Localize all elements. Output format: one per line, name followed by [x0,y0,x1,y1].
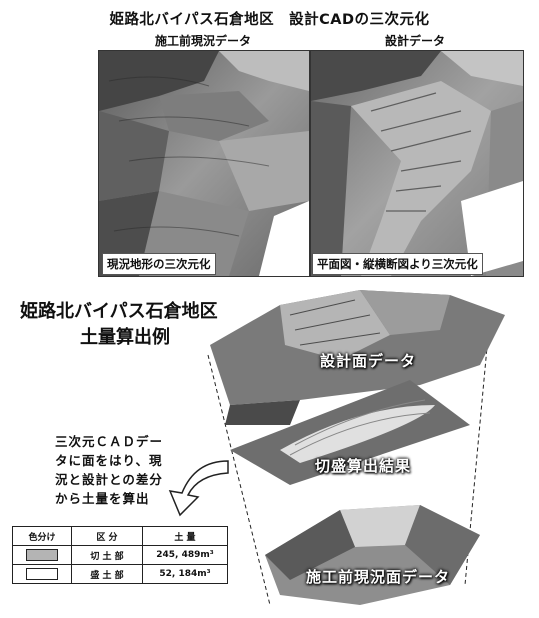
page-title: 姫路北バイパス石倉地区 設計CADの三次元化 [109,12,430,28]
category-cell: 切 土 部 [71,545,143,565]
projection-line-left [207,354,271,606]
color-cell [12,545,72,565]
earthwork-table: 色分け 区 分 土 量 切 土 部 245, 489m³ 盛 土 部 52, 1… [12,526,228,584]
existing-terrain-label: 現況地形の三次元化 [102,253,216,275]
table-header-row: 色分け 区 分 土 量 [12,526,228,546]
existing-surface-label: 施工前現況面データ [306,568,451,586]
curved-arrow-icon [168,460,229,517]
existing-data-caption: 施工前現況データ [154,34,251,48]
design-terrain-label: 平面図・縦横断図より三次元化 [312,253,483,275]
volume-cell: 52, 184m³ [142,564,228,584]
col-header-volume: 土 量 [142,526,228,546]
section-title-line2: 土量算出例 [80,327,170,348]
table-row: 盛 土 部 52, 184m³ [12,564,228,584]
table-row: 切 土 部 245, 489m³ [12,545,228,565]
design-surface-label: 設計面データ [320,352,417,370]
section-title-line1: 姫路北バイパス石倉地区 [20,301,218,322]
layered-surfaces-figure [207,290,505,606]
col-header-color: 色分け [12,526,72,546]
method-note: 三次元ＣＡＤデー タに面をはり、現 況と設計との差分 から土量を算出 [55,432,195,508]
volume-cell: 245, 489m³ [142,545,228,565]
note-line: 況と設計との差分 [55,472,163,487]
note-line: から土量を算出 [55,491,150,506]
category-cell: 盛 土 部 [71,564,143,584]
color-cell [12,564,72,584]
cut-fill-result-label: 切盛算出結果 [315,457,412,475]
note-line: タに面をはり、現 [55,453,163,468]
design-data-caption: 設計データ [384,34,445,48]
fill-swatch [26,568,58,580]
note-line: 三次元ＣＡＤデー [55,434,164,449]
existing-terrain-image [98,50,310,277]
col-header-category: 区 分 [71,526,143,546]
cut-swatch [26,549,58,561]
design-terrain-image [310,50,524,277]
